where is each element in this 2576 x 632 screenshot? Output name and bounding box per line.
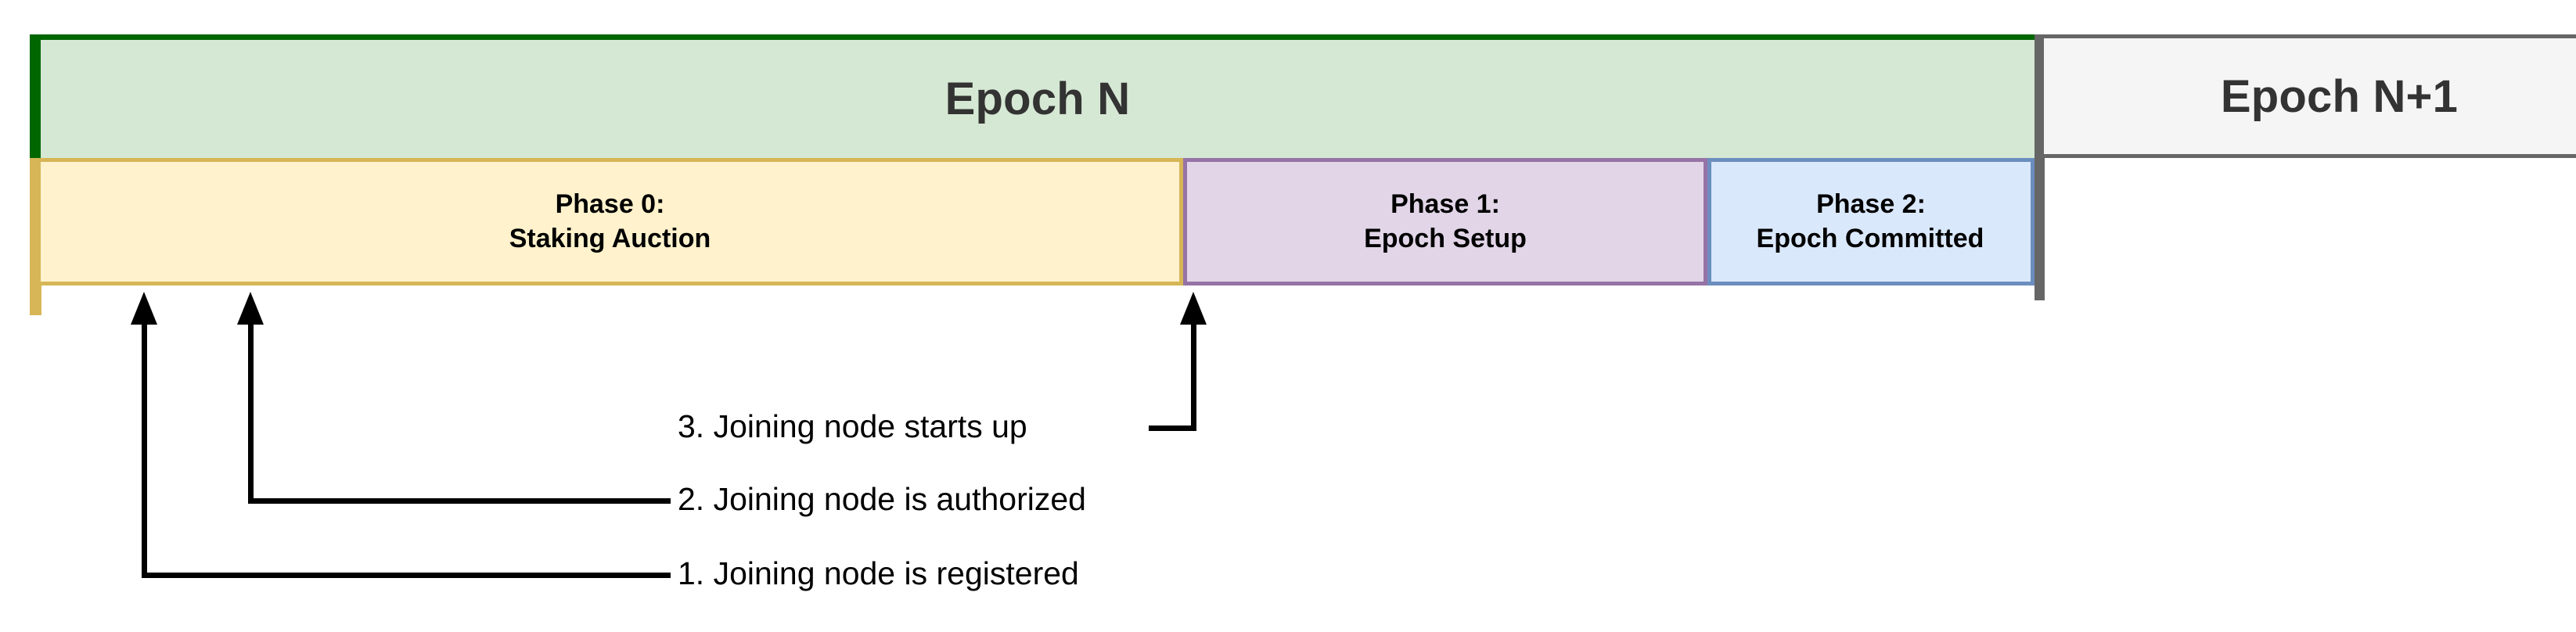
phase-start-marker — [30, 158, 41, 315]
callout-2-label: 2. Joining node is authorized — [678, 481, 1086, 517]
callout-1-leader-vertical — [142, 317, 147, 578]
phase-1-subtitle: Epoch Setup — [1364, 223, 1527, 253]
phase-0-box: Phase 0: Staking Auction — [41, 158, 1183, 285]
epoch-boundary-divider — [2035, 34, 2045, 300]
callout-1-leader-horizontal — [142, 573, 671, 578]
phase-0-title: Phase 0: — [555, 189, 665, 219]
callout-2-leader-vertical — [248, 317, 254, 504]
phase-1-title: Phase 1: — [1391, 189, 1500, 219]
callout-1-label: 1. Joining node is registered — [678, 555, 1079, 591]
epoch-n-plus-1-label: Epoch N+1 — [2220, 70, 2459, 122]
epoch-n-label: Epoch N — [944, 74, 1131, 124]
epoch-n-plus-1-box: Epoch N+1 — [2044, 34, 2576, 158]
epoch-n-box: Epoch N — [41, 34, 2035, 158]
phase-2-box: Phase 2: Epoch Committed — [1707, 158, 2035, 285]
callout-2-leader-horizontal — [248, 498, 671, 504]
epoch-start-marker — [30, 34, 41, 158]
callout-3-leader-horizontal — [1149, 426, 1196, 431]
phase-1-box: Phase 1: Epoch Setup — [1183, 158, 1707, 285]
callout-3-leader-vertical — [1191, 317, 1196, 431]
phase-2-title: Phase 2: — [1816, 189, 1926, 219]
callout-3-label: 3. Joining node starts up — [678, 408, 1027, 444]
phase-2-subtitle: Epoch Committed — [1756, 223, 1984, 253]
phase-0-subtitle: Staking Auction — [509, 223, 711, 253]
